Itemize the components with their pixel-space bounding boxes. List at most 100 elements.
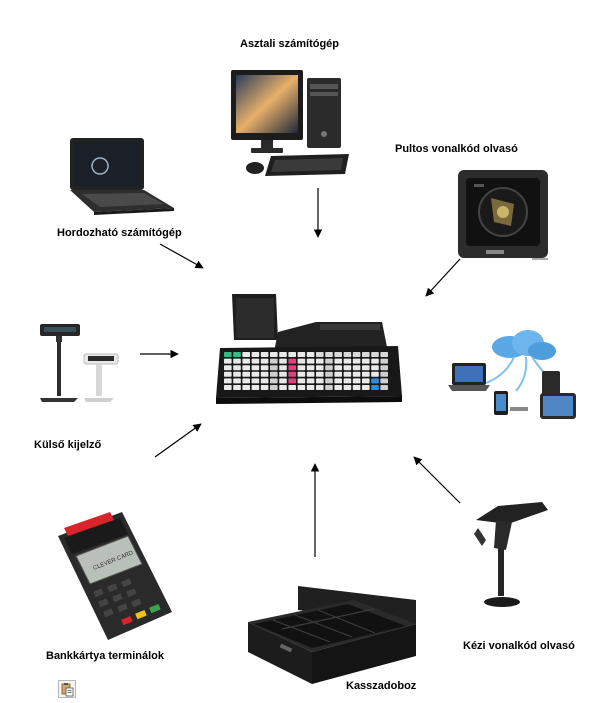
keypad-key bbox=[224, 352, 232, 357]
keypad-key bbox=[242, 365, 250, 371]
desktop-computer-icon bbox=[225, 62, 355, 187]
keypad-key bbox=[380, 371, 388, 377]
cloud-network-icon bbox=[446, 325, 580, 430]
keypad-key bbox=[334, 378, 342, 384]
keypad-key bbox=[260, 352, 269, 357]
keypad-key bbox=[242, 371, 250, 377]
label-handheld-scanner: Kézi vonalkód olvasó bbox=[463, 640, 575, 652]
keypad-key bbox=[325, 352, 333, 357]
keypad-key bbox=[371, 358, 379, 364]
keypad-key bbox=[233, 352, 241, 357]
keypad-key bbox=[297, 378, 306, 384]
keypad-key bbox=[251, 371, 260, 377]
keypad-key bbox=[270, 358, 278, 364]
keypad-key bbox=[371, 385, 379, 390]
keypad-key bbox=[306, 365, 315, 371]
keypad-key bbox=[371, 365, 379, 371]
keypad-key bbox=[288, 352, 296, 357]
keypad-key bbox=[325, 365, 333, 371]
keypad-key bbox=[233, 358, 241, 364]
keypad-key bbox=[334, 352, 342, 357]
keypad-key bbox=[224, 358, 232, 364]
keypad-key bbox=[224, 385, 232, 390]
keypad-key bbox=[306, 352, 315, 357]
keypad-key bbox=[352, 385, 361, 390]
keypad-key bbox=[279, 378, 287, 384]
keypad-key bbox=[233, 378, 241, 384]
keypad-key bbox=[380, 385, 388, 390]
cash-drawer-icon bbox=[240, 582, 420, 693]
keypad-key bbox=[260, 385, 269, 390]
keypad-key bbox=[251, 358, 260, 364]
paste-icon[interactable] bbox=[58, 680, 76, 698]
keypad-key bbox=[279, 358, 287, 364]
keypad-key bbox=[288, 385, 296, 390]
keypad-key bbox=[224, 365, 232, 371]
keypad-key bbox=[325, 371, 333, 377]
keypad-key bbox=[251, 352, 260, 357]
keypad-key bbox=[325, 385, 333, 390]
keypad-key bbox=[334, 365, 342, 371]
keypad-key bbox=[325, 358, 333, 364]
pos-cash-register-icon bbox=[212, 290, 408, 413]
arrow-card-terminal bbox=[154, 423, 202, 458]
keypad-key bbox=[270, 365, 278, 371]
keypad-key bbox=[343, 378, 352, 384]
laptop-icon bbox=[64, 136, 176, 223]
keypad-key bbox=[380, 365, 388, 371]
keypad-key bbox=[251, 385, 260, 390]
handheld-barcode-scanner-icon bbox=[468, 500, 558, 617]
keypad-key bbox=[371, 378, 379, 384]
arrow-laptop bbox=[159, 243, 204, 269]
keypad-key bbox=[325, 378, 333, 384]
keypad-key bbox=[316, 365, 324, 371]
keypad-key bbox=[352, 352, 361, 357]
keypad-key bbox=[334, 385, 342, 390]
label-cash-drawer: Kasszadoboz bbox=[346, 680, 417, 692]
keypad-key bbox=[352, 378, 361, 384]
keypad-key bbox=[343, 358, 352, 364]
keypad-key bbox=[380, 352, 388, 357]
keypad-key bbox=[260, 365, 269, 371]
keypad-key bbox=[316, 371, 324, 377]
keypad-key bbox=[371, 371, 379, 377]
keypad-key bbox=[362, 371, 370, 377]
keypad-key bbox=[288, 371, 296, 377]
keypad-key bbox=[343, 365, 352, 371]
keypad-key bbox=[297, 358, 306, 364]
keypad-key bbox=[224, 378, 232, 384]
keypad-key bbox=[297, 352, 306, 357]
keypad-key bbox=[233, 365, 241, 371]
keypad-key bbox=[380, 378, 388, 384]
keypad-key bbox=[316, 352, 324, 357]
keypad-key bbox=[279, 365, 287, 371]
keypad-key bbox=[224, 371, 232, 377]
label-external-display: Külső kijelző bbox=[34, 439, 102, 451]
keypad-key bbox=[251, 365, 260, 371]
keypad-key bbox=[362, 365, 370, 371]
keypad-key bbox=[242, 378, 250, 384]
keypad-key bbox=[343, 371, 352, 377]
keypad-key bbox=[297, 385, 306, 390]
keypad-key bbox=[279, 385, 287, 390]
keypad-key bbox=[279, 371, 287, 377]
keypad-key bbox=[279, 352, 287, 357]
keypad-key bbox=[352, 371, 361, 377]
keypad-key bbox=[288, 358, 296, 364]
keypad-key bbox=[362, 378, 370, 384]
keypad-key bbox=[316, 358, 324, 364]
card-terminal-icon: CLEVER CARD bbox=[50, 508, 178, 647]
keypad-key bbox=[260, 371, 269, 377]
keypad-key bbox=[306, 358, 315, 364]
keypad-key bbox=[316, 378, 324, 384]
keypad-key bbox=[343, 352, 352, 357]
keypad-key bbox=[260, 378, 269, 384]
keypad-key bbox=[242, 385, 250, 390]
keypad-key bbox=[297, 371, 306, 377]
keypad-key bbox=[233, 371, 241, 377]
arrow-counter-scanner bbox=[425, 258, 461, 297]
keypad-key bbox=[242, 352, 250, 357]
keypad-key bbox=[362, 385, 370, 390]
label-card-terminal: Bankkártya terminálok bbox=[46, 650, 164, 662]
